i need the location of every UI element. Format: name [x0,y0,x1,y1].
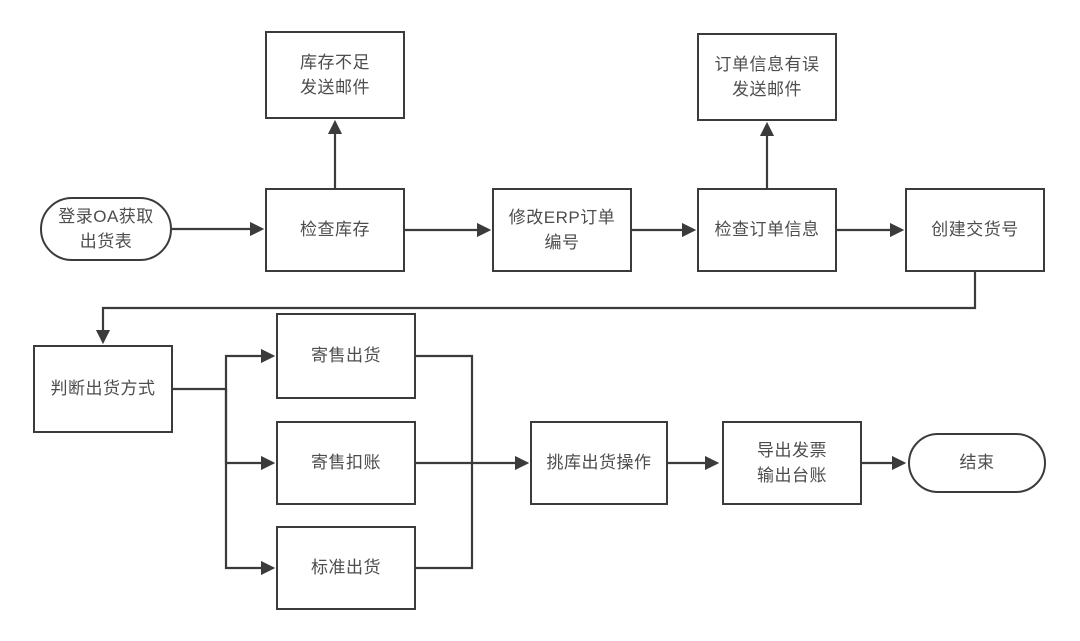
node-order-info-error-email-label: 订单信息有误 发送邮件 [714,54,820,100]
node-end-label: 结束 [959,453,995,473]
node-consignment-debit: 寄售扣账 [276,421,416,505]
node-check-order-info-label: 检查订单信息 [714,220,820,240]
node-insufficient-inventory-email-label: 库存不足 发送邮件 [300,52,370,98]
node-modify-erp-order-no: 修改ERP订单 编号 [492,188,632,272]
node-create-delivery-no-label: 创建交货号 [931,220,1019,240]
edge-create-delivery-to-judge [95,272,977,345]
node-end: 结束 [908,433,1046,493]
node-standard-ship: 标准出货 [276,526,416,610]
node-insufficient-inventory-email: 库存不足 发送邮件 [265,31,405,119]
node-standard-ship-label: 标准出货 [311,558,381,578]
edge-standard-ship-merge [416,463,474,570]
edge-consignment-ship-merge [416,354,474,463]
node-judge-ship-method: 判断出货方式 [33,345,173,433]
node-create-delivery-no: 创建交货号 [905,188,1045,272]
node-judge-ship-method-label: 判断出货方式 [50,379,156,399]
node-start-label: 登录OA获取 出货表 [58,206,154,252]
edge-judge-to-standard-ship [224,389,276,576]
edge-judge-to-consignment-ship [173,348,276,391]
edge-judge-to-consignment-debit [224,389,276,471]
node-order-info-error-email: 订单信息有误 发送邮件 [697,33,837,121]
node-export-invoice-ledger: 导出发票 输出台账 [722,421,862,505]
node-consignment-debit-label: 寄售扣账 [311,453,381,473]
node-modify-erp-order-no-label: 修改ERP订单 编号 [508,207,616,253]
node-consignment-ship: 寄售出货 [276,313,416,399]
node-check-order-info: 检查订单信息 [697,188,837,272]
node-pick-ship-operation: 挑库出货操作 [530,421,668,505]
node-check-inventory-label: 检查库存 [300,220,370,240]
node-pick-ship-operation-label: 挑库出货操作 [546,453,652,473]
node-start: 登录OA获取 出货表 [40,197,172,261]
node-check-inventory: 检查库存 [265,188,405,272]
node-consignment-ship-label: 寄售出货 [311,346,381,366]
node-export-invoice-ledger-label: 导出发票 输出台账 [757,440,827,486]
